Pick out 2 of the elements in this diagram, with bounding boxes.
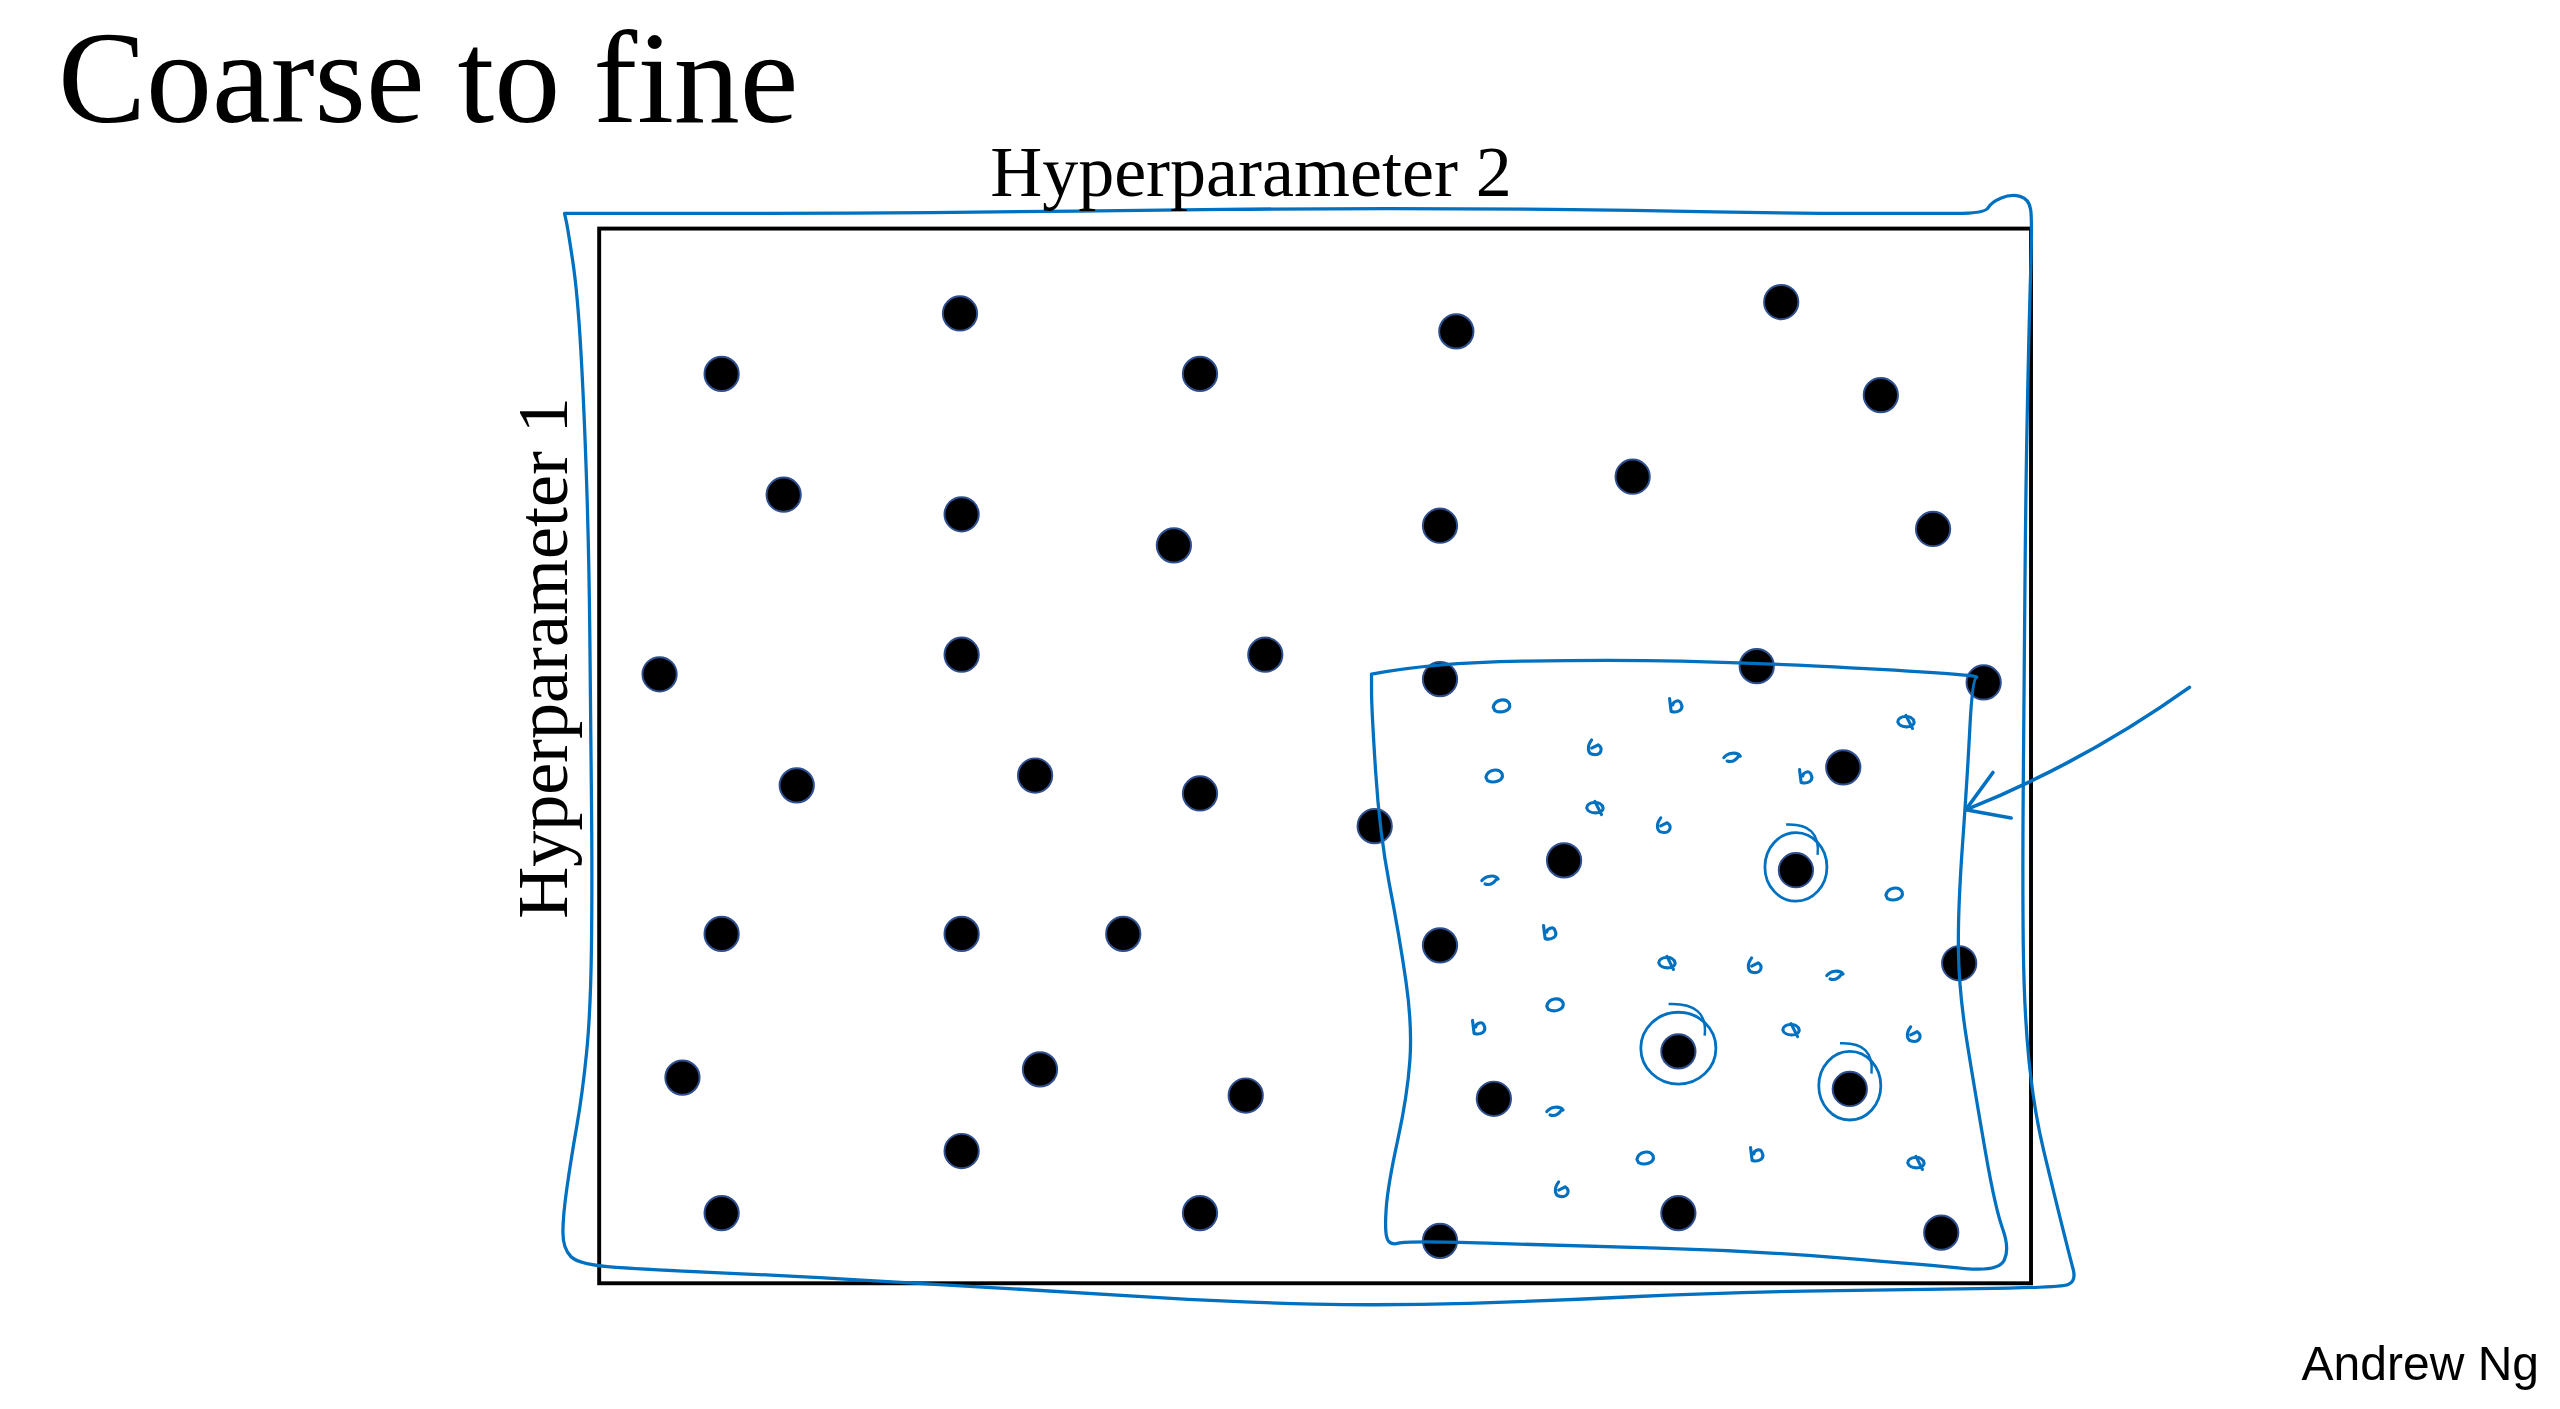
author-credit: Andrew Ng bbox=[2301, 1340, 2539, 1388]
slide-title: Coarse to fine bbox=[58, 12, 799, 144]
